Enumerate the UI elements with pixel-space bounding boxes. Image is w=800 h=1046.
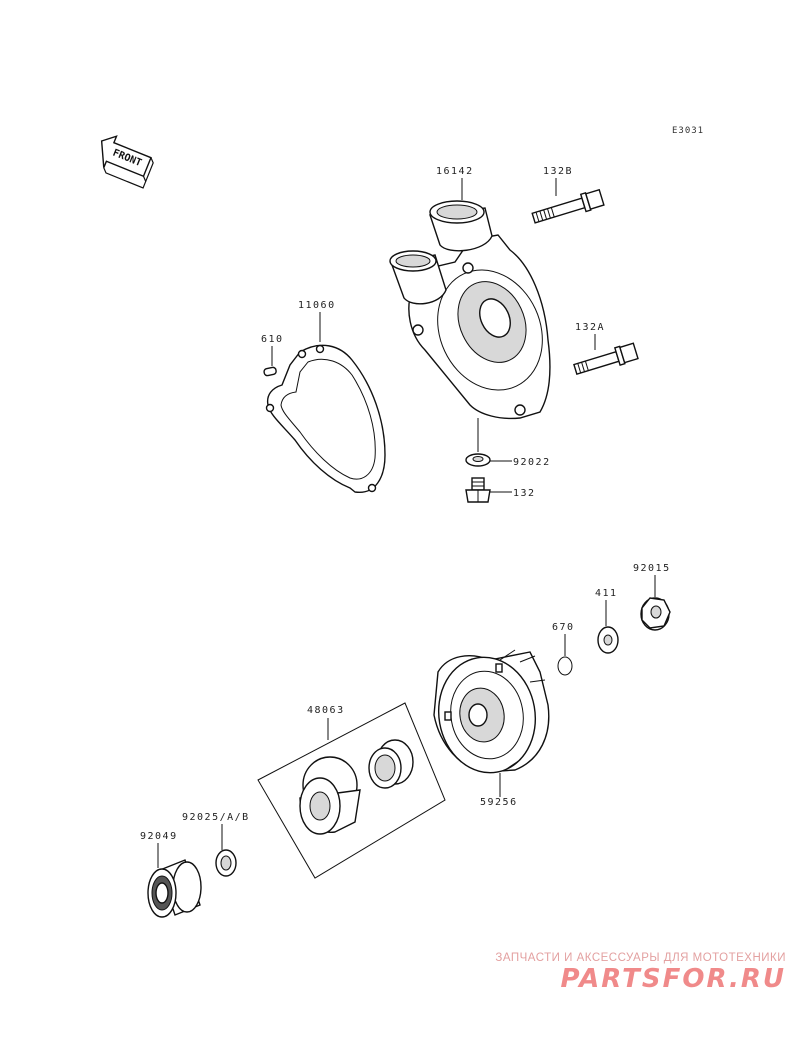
washer-92022 xyxy=(465,453,491,467)
impeller-59256 xyxy=(433,649,550,774)
part-label-610: 610 xyxy=(261,334,284,345)
washer-411 xyxy=(597,626,619,654)
part-label-92015: 92015 xyxy=(633,563,671,574)
part-label-59256: 59256 xyxy=(480,797,518,808)
part-label-48063: 48063 xyxy=(307,705,345,716)
part-label-92025: 92025/A/B xyxy=(182,812,250,823)
part-label-132b: 132B xyxy=(543,166,573,177)
part-label-132: 132 xyxy=(513,488,536,499)
part-label-132a: 132A xyxy=(575,322,605,333)
dowel-pin-610 xyxy=(263,366,277,377)
watermark-logo: PARTSFOR.RU xyxy=(560,964,786,994)
bolt-132a xyxy=(573,342,639,376)
bolt-132b xyxy=(531,188,605,224)
diagram-code: E3031 xyxy=(672,126,704,136)
part-label-670: 670 xyxy=(552,622,575,633)
part-label-92049: 92049 xyxy=(140,831,178,842)
front-arrow-icon: FRONT xyxy=(100,135,154,189)
part-label-411: 411 xyxy=(595,588,618,599)
gasket-11060 xyxy=(265,344,386,493)
part-label-16142: 16142 xyxy=(436,166,474,177)
pump-cover-16142 xyxy=(389,200,551,420)
nut-92015 xyxy=(640,597,671,631)
part-label-92022: 92022 xyxy=(513,457,551,468)
watermark-subtitle: ЗАПЧАСТИ И АКСЕССУАРЫ ДЛЯ МОТОТЕХНИКИ xyxy=(495,952,786,964)
drain-bolt-132 xyxy=(465,477,491,503)
o-ring-670 xyxy=(557,656,573,676)
bearing-92049 xyxy=(147,859,202,918)
oil-seal-92025 xyxy=(215,849,237,877)
part-label-11060: 11060 xyxy=(298,300,336,311)
seal-kit-48063 xyxy=(257,702,446,879)
watermark: ЗАПЧАСТИ И АКСЕССУАРЫ ДЛЯ МОТОТЕХНИКИ PA… xyxy=(495,952,786,994)
